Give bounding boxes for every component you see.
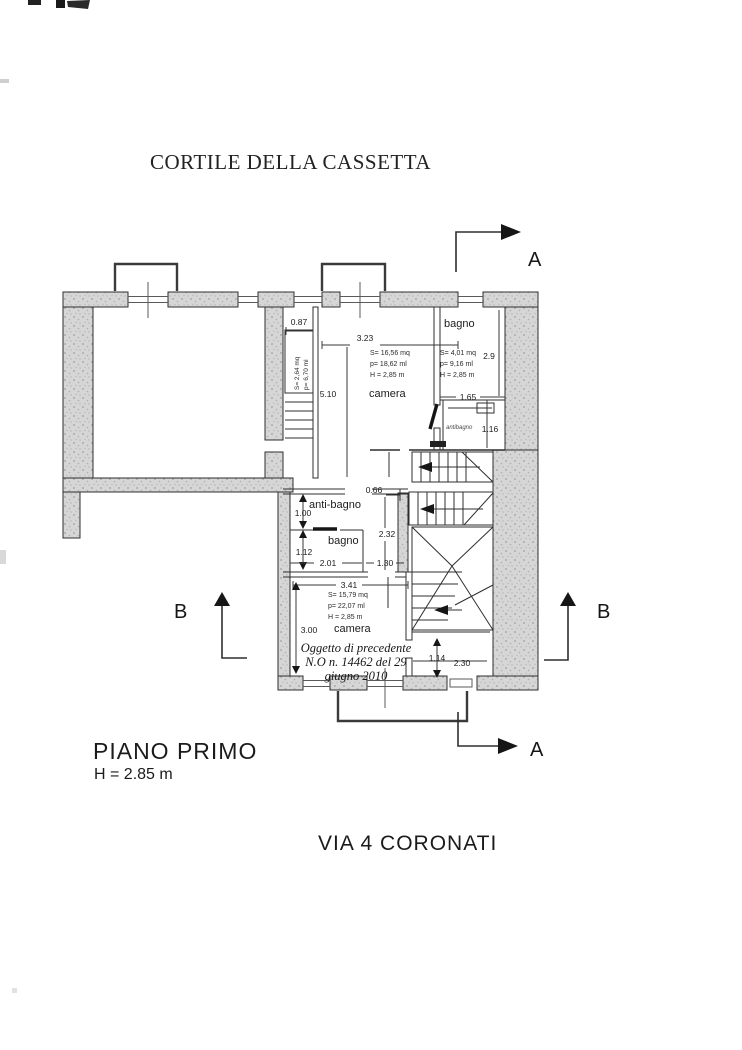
room-bagno-top: bagno S= 4,01 mq p= 9,16 ml H = 2,85 m 2… — [440, 318, 495, 402]
street-name-label: VIA 4 CORONATI — [318, 832, 498, 855]
dim-bagno-mid-width: 2.01 — [320, 558, 337, 568]
camera-top-perimeter: p= 18,62 ml — [370, 361, 407, 368]
section-b-left-label: B — [174, 601, 187, 623]
dim-camera-top-depth: 5.10 — [320, 389, 337, 399]
stair-landing: 1.14 2.30 — [429, 653, 471, 668]
dim-camera-bottom-width: 3.41 — [341, 580, 358, 590]
window-opening-lines — [128, 282, 483, 708]
dim-landing-b: 2.30 — [454, 658, 471, 668]
section-a-bottom-label: A — [530, 739, 544, 761]
bagno-mid-label: bagno — [328, 535, 359, 547]
interior-walls — [283, 306, 505, 677]
dim-bagno-mid-depth: 1.12 — [296, 547, 313, 557]
camera-bottom-perimeter: p= 22,07 ml — [328, 603, 365, 610]
dim-bagno-top-width: 1.65 — [460, 392, 477, 402]
outer-walls — [62, 291, 539, 691]
bagno-top-height: H = 2,85 m — [440, 372, 475, 379]
camera-top-area: S= 16,56 mq — [370, 350, 410, 357]
floor-name-label: PIANO PRIMO — [93, 738, 258, 764]
corridor-perimeter: p= 6,70 ml — [303, 359, 310, 390]
camera-top-label: camera — [369, 388, 407, 400]
antibagno-mid-label: anti-bagno — [309, 499, 361, 511]
camera-top-height: H = 2,85 m — [370, 372, 405, 379]
dim-antibagno-top-width: 1.16 — [482, 424, 499, 434]
bagno-top-label: bagno — [444, 318, 475, 330]
bagno-top-perimeter: p= 9,16 ml — [440, 361, 473, 368]
dim-corridor-width: 0.87 — [291, 317, 308, 327]
dim-strip-depth: 2.32 — [379, 529, 396, 539]
camera-bottom-area: S= 15,79 mq — [328, 592, 368, 599]
camera-bottom-height: H = 2,85 m — [328, 614, 363, 621]
camera-bottom-label: camera — [334, 623, 372, 635]
dimension-lines — [285, 310, 505, 678]
corridor-area: S= 2,64 mq — [294, 356, 301, 390]
dim-camera-top-width: 3.23 — [357, 333, 374, 343]
dim-strip-width: 1.30 — [377, 558, 394, 568]
section-a-top-label: A — [528, 249, 542, 271]
section-markers: A A B B — [174, 224, 610, 761]
floor-height-label: H = 2.85 m — [94, 766, 173, 783]
note-line-2: N.O n. 14462 del 29 — [304, 655, 407, 669]
bagno-top-area: S= 4,01 mq — [440, 350, 476, 357]
room-antibagno-top: antibagno 1.16 — [446, 424, 499, 434]
note-line-1: Oggetto di precedente — [301, 641, 412, 655]
note-line-3: giugno 2010 — [325, 669, 389, 683]
section-b-right-label: B — [597, 601, 610, 623]
corridor: 0.87 S= 2,64 mq p= 6,70 ml — [285, 317, 313, 439]
room-antibagno-mid: 0.66 anti-bagno 1.00 — [295, 485, 383, 518]
dim-bagno-top-depth: 2.9 — [483, 351, 495, 361]
balconies — [113, 262, 469, 723]
page-title: CORTILE DELLA CASSETTA — [150, 150, 432, 174]
dim-antibagno-wall: 0.66 — [366, 485, 383, 495]
room-bagno-mid: bagno 1.12 2.01 2.32 1.30 — [296, 529, 396, 568]
staircase — [408, 451, 494, 633]
scan-artifacts — [0, 0, 90, 993]
dim-camera-bottom-depth: 3.00 — [301, 625, 318, 635]
room-camera-bottom: 3.41 S= 15,79 mq p= 22,07 ml H = 2,85 m … — [301, 580, 412, 683]
dim-antibagno-depth: 1.00 — [295, 508, 312, 518]
room-camera-top: 3.23 5.10 S= 16,56 mq p= 18,62 ml H = 2,… — [320, 333, 410, 400]
dim-landing-a: 1.14 — [429, 653, 446, 663]
antibagno-top-label: antibagno — [446, 425, 473, 431]
